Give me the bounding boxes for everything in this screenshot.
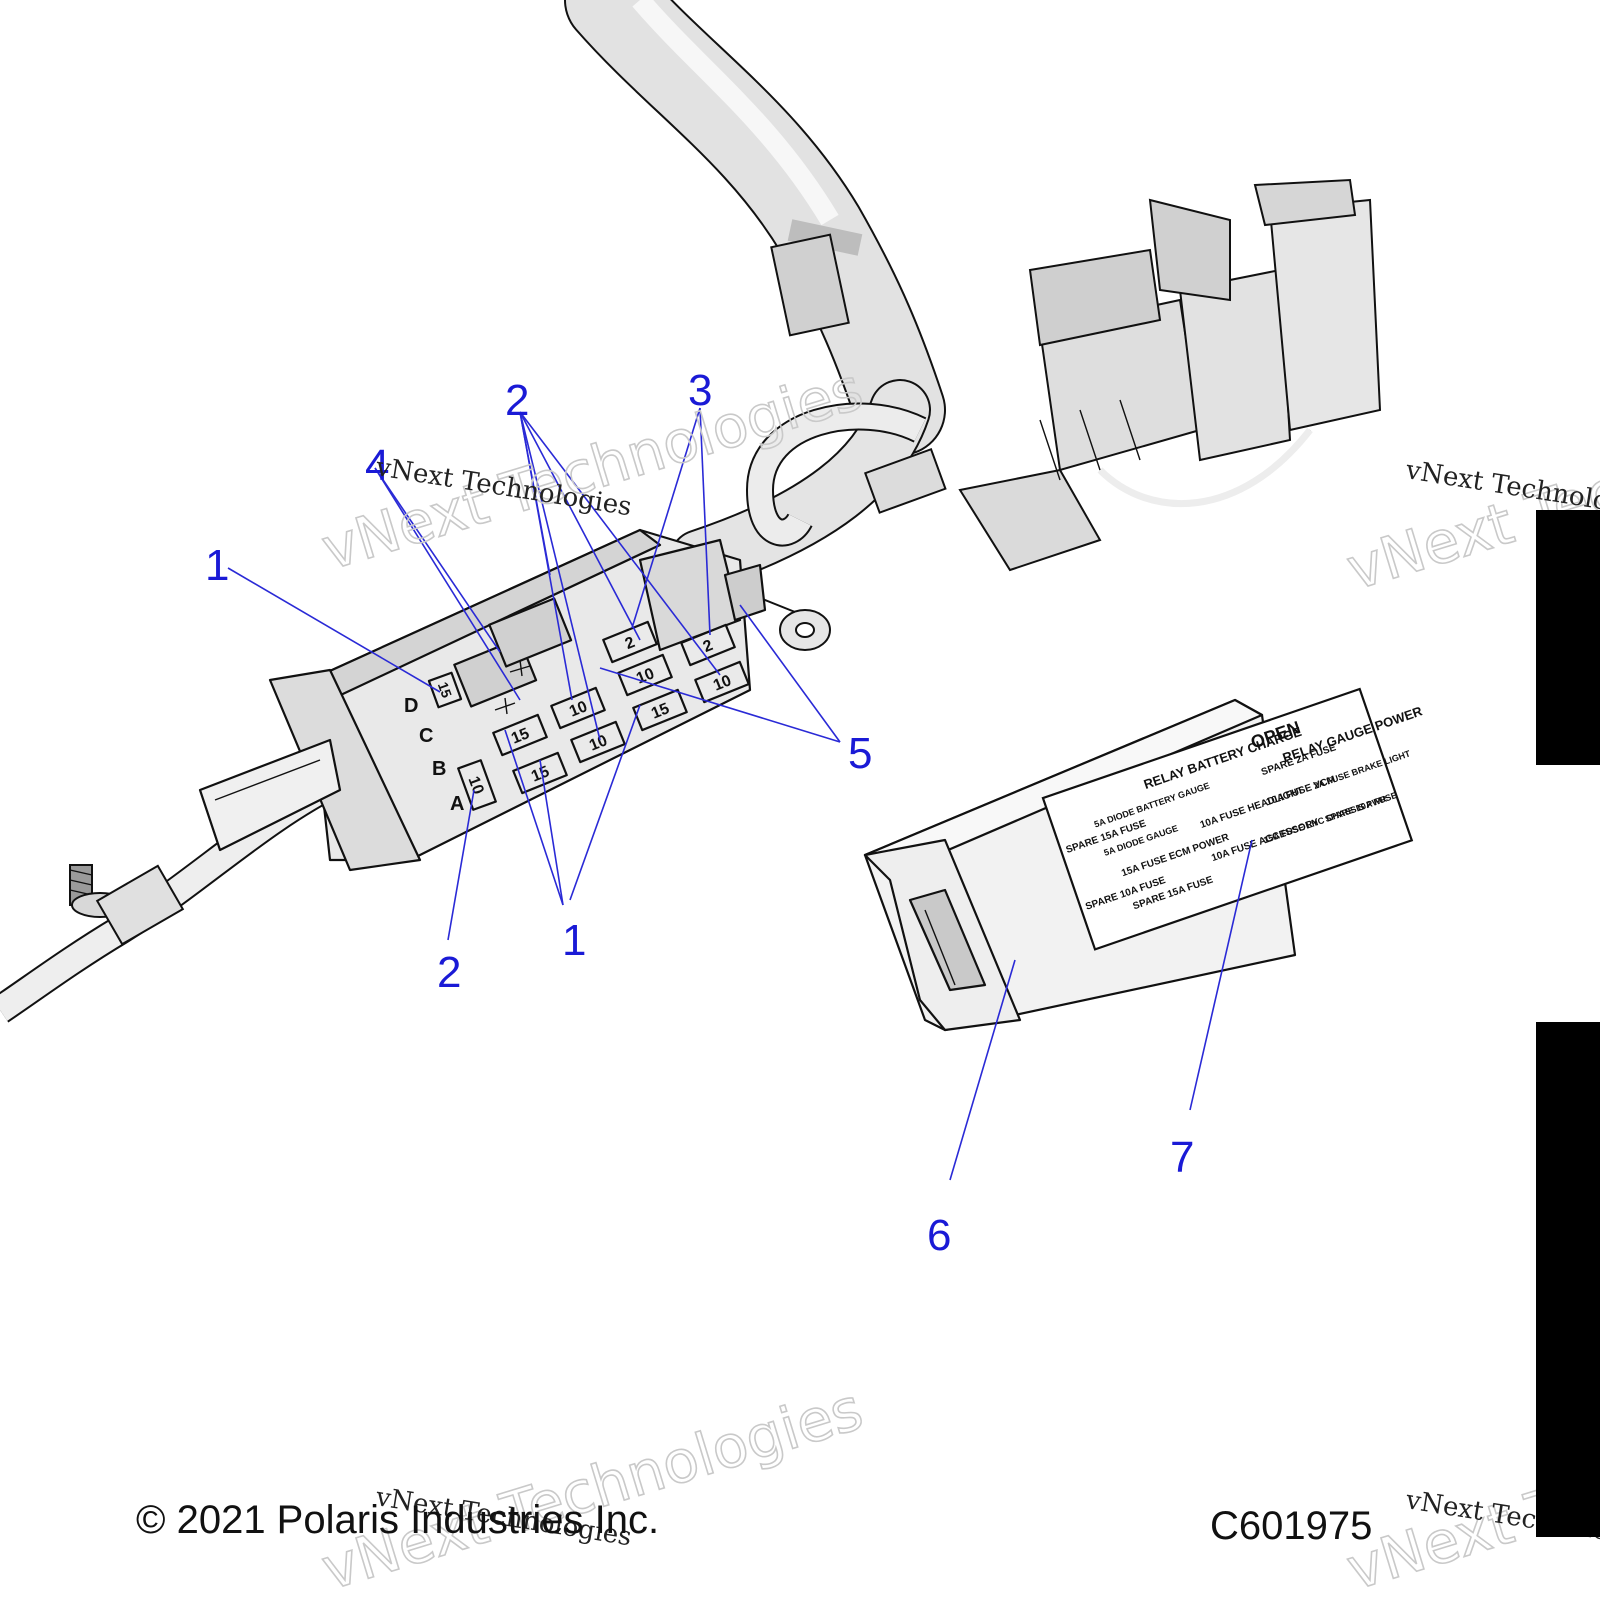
callout-label: 1 xyxy=(562,916,586,965)
fuse-blade: 10 xyxy=(694,660,750,704)
svg-text:10: 10 xyxy=(634,665,657,687)
fuse-blade: 15 xyxy=(632,688,688,732)
fuse-blade: 10 xyxy=(550,686,606,730)
fuse-blade: 15 xyxy=(492,713,548,757)
diode-icon xyxy=(509,659,531,677)
fuse-blade: 10 xyxy=(570,720,626,764)
callout-label: 2 xyxy=(437,948,461,997)
callout-label: 1 xyxy=(205,541,229,590)
fuse-box: D C B A 15 15 10 15 10 xyxy=(198,528,767,872)
callouts: 1 1 2 2 3 4 5 6 7 xyxy=(205,366,1194,1260)
copyright-text: © 2021 Polaris Industries Inc. xyxy=(136,1498,660,1542)
svg-text:15: 15 xyxy=(529,763,552,785)
callout-label: 4 xyxy=(365,441,389,490)
diagram-code: C601975 xyxy=(1210,1504,1373,1548)
callout-label: 6 xyxy=(927,1211,951,1260)
svg-text:10: 10 xyxy=(587,732,610,754)
fuse-row-letters: D C B A xyxy=(404,695,464,815)
fuse-row-letter: D xyxy=(404,695,418,717)
fuse-row-letter: B xyxy=(432,758,446,780)
svg-text:15: 15 xyxy=(509,725,532,747)
fuse-row-letter: A xyxy=(450,793,464,815)
svg-text:15: 15 xyxy=(435,680,455,700)
fuse-decal: RELAY BATTERY CHARGE OPEN RELAY GAUGE PO… xyxy=(1041,687,1425,951)
callout-label: 7 xyxy=(1170,1133,1194,1182)
redaction-bar-bottom xyxy=(1536,1022,1600,1537)
fuse-blade: 2 xyxy=(680,623,736,667)
callout-label: 5 xyxy=(848,729,872,778)
fuse-row-letter: C xyxy=(419,725,433,747)
callout-label: 3 xyxy=(688,366,712,415)
redaction-bar-top xyxy=(1536,510,1600,765)
svg-text:10: 10 xyxy=(711,672,734,694)
callout-label: 2 xyxy=(505,376,529,425)
fuse-blade: 10 xyxy=(617,653,673,697)
wiring-harness xyxy=(0,0,947,1023)
fuse-blade: 15 xyxy=(427,671,463,709)
bolt-icon xyxy=(69,864,185,946)
svg-text:15: 15 xyxy=(649,700,672,722)
connector-cluster xyxy=(958,178,1382,572)
diode-icon xyxy=(494,697,516,715)
svg-text:10: 10 xyxy=(465,774,487,797)
relay xyxy=(488,597,573,668)
fuse-blade: 10 xyxy=(457,759,497,811)
leader-lines xyxy=(227,407,1253,1181)
svg-text:10: 10 xyxy=(567,698,590,720)
fuse-blade: 2 xyxy=(602,620,658,664)
